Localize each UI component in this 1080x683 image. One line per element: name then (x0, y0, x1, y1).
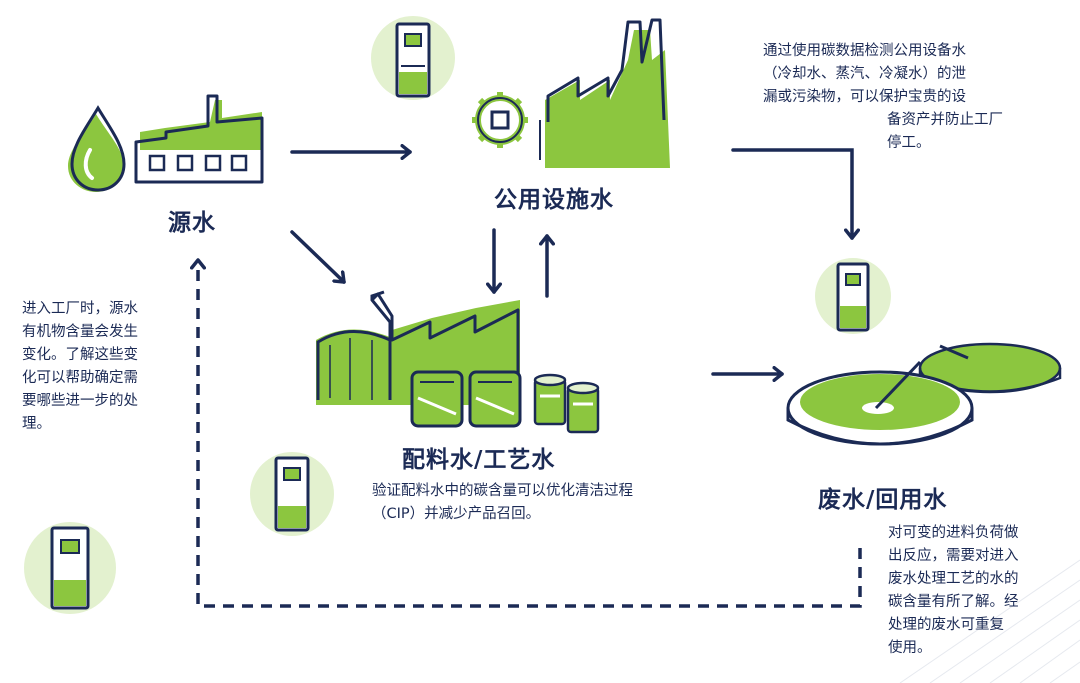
arrow-reuse-dashed (198, 260, 862, 608)
gear-icon (472, 92, 528, 148)
note-utility: 通过使用碳数据检测公用设备水 （冷却水、蒸汽、冷凝水）的泄 漏或污染物，可以保护… (763, 40, 1003, 155)
note-waste-line: 处理的废水可重复 (888, 617, 1004, 633)
note-source-line: 进入工厂时，源水 (22, 301, 138, 317)
arrow-source-to-batch (290, 230, 346, 284)
note-utility-line: 通过使用碳数据检测公用设备水 (763, 43, 966, 59)
tank-icon (410, 370, 522, 428)
note-source-line: 有机物含量会发生 (22, 324, 138, 340)
instrument-icon-waste (815, 258, 891, 334)
node-label-waste: 废水/回用水 (818, 487, 948, 513)
decorative-lines (899, 559, 1080, 683)
note-utility-line: 停工。 (887, 135, 931, 151)
note-utility-line: （冷却水、蒸汽、冷凝水）的泄 (763, 66, 966, 82)
node-label-batch: 配料水/工艺水 (402, 447, 556, 473)
instrument-icon-source (24, 522, 116, 614)
note-source-line: 要哪些进一步的处 (22, 393, 138, 409)
note-batch: 验证配料水中的碳含量可以优化清洁过程 （CIP）并减少产品召回。 (372, 480, 633, 526)
factory-icon (134, 94, 264, 184)
instrument-icon-batch (250, 452, 334, 536)
flow-arrows (290, 148, 852, 374)
note-utility-line: 漏或污染物，可以保护宝贵的设 (763, 89, 966, 105)
note-batch-line: 验证配料水中的碳含量可以优化清洁过程 (372, 483, 633, 499)
water-drop-icon (68, 105, 126, 192)
note-utility-line: 备资产并防止工厂 (887, 112, 1003, 128)
note-batch-line: （CIP）并减少产品召回。 (372, 506, 541, 522)
note-waste-line: 使用。 (888, 640, 932, 656)
clarifier-icon (786, 342, 1062, 446)
cans-icon (533, 373, 600, 434)
note-source-line: 变化。了解这些变 (22, 347, 138, 363)
note-waste-line: 对可变的进料负荷做 (888, 525, 1019, 541)
note-waste: 对可变的进料负荷做 出反应，需要对进入 废水处理工艺的水的 碳含量有所了解。经 … (888, 522, 1019, 660)
utility-factory-icon (539, 18, 670, 168)
note-waste-line: 废水处理工艺的水的 (888, 571, 1019, 587)
note-source-line: 理。 (22, 416, 51, 432)
note-waste-line: 碳含量有所了解。经 (888, 594, 1019, 610)
note-source-line: 化可以帮助确定需 (22, 370, 138, 386)
node-label-utility: 公用设施水 (494, 187, 614, 213)
instrument-icon-utility (371, 16, 455, 100)
arrow-utility-to-waste (731, 148, 852, 240)
note-waste-line: 出反应，需要对进入 (888, 548, 1019, 564)
note-source: 进入工厂时，源水 有机物含量会发生 变化。了解这些变 化可以帮助确定需 要哪些进… (22, 298, 138, 436)
node-label-source: 源水 (168, 210, 216, 236)
